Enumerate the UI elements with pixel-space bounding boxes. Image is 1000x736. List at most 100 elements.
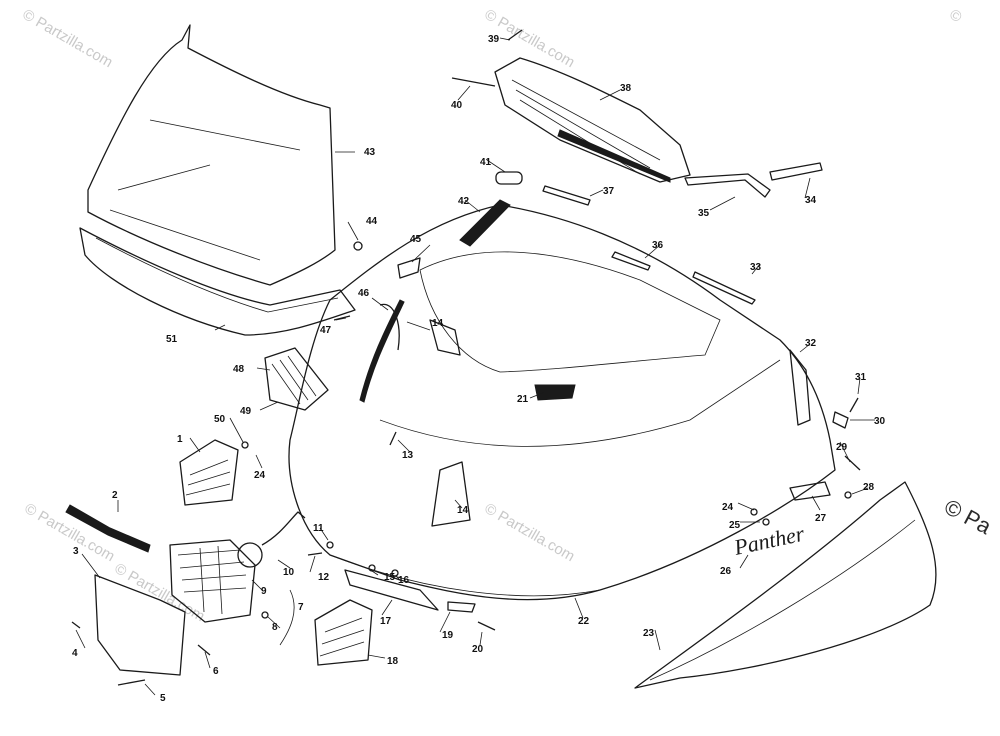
callout-5: 5	[160, 693, 166, 704]
clip-16[interactable]	[391, 569, 399, 577]
emblem-21[interactable]	[534, 384, 576, 401]
callout-10: 10	[283, 567, 295, 578]
cable-7[interactable]	[279, 589, 295, 646]
callout-22: 22	[578, 616, 590, 627]
insert-14-upper[interactable]	[429, 319, 461, 356]
pin-39[interactable]	[507, 29, 523, 41]
nut-24b[interactable]	[750, 508, 758, 516]
callout-3: 3	[73, 546, 79, 557]
bracket-19[interactable]	[447, 601, 476, 613]
side-grille-48[interactable]	[264, 347, 329, 411]
side-rail-23[interactable]	[634, 481, 937, 689]
callout-34: 34	[805, 195, 817, 206]
callout-39: 39	[488, 34, 500, 45]
spring-6[interactable]	[197, 644, 211, 656]
callout-41: 41	[480, 157, 492, 168]
strip-36[interactable]	[611, 251, 651, 271]
louver-18[interactable]	[314, 599, 373, 666]
headlight-9[interactable]	[169, 539, 263, 623]
callout-15: 15	[384, 572, 396, 583]
washer-25[interactable]	[762, 518, 770, 526]
callout-16: 16	[398, 575, 410, 586]
bracket-45[interactable]	[397, 257, 421, 279]
screw-47[interactable]	[333, 315, 351, 321]
clip-41[interactable]	[495, 171, 523, 185]
callout-40: 40	[451, 100, 463, 111]
callout-35: 35	[698, 208, 710, 219]
spring-29[interactable]	[844, 455, 861, 471]
hinge-30[interactable]	[832, 411, 849, 429]
strip-37[interactable]	[542, 185, 591, 206]
callout-24-left: 24	[254, 470, 266, 481]
callout-labels: 1 2 3 4 5 6 7 8 9 10 11 12 13 14 14 15 1…	[72, 34, 886, 704]
insert-14-lower[interactable]	[431, 461, 471, 527]
callout-49: 49	[240, 406, 252, 417]
callout-45: 45	[410, 234, 422, 245]
callout-42: 42	[458, 196, 470, 207]
callout-25: 25	[729, 520, 741, 531]
latch-27[interactable]	[789, 481, 831, 501]
air-intake-grille[interactable]	[494, 57, 691, 183]
hood[interactable]	[288, 204, 836, 601]
cable-46[interactable]	[379, 303, 400, 351]
callout-14-upper: 14	[432, 318, 444, 329]
callout-23: 23	[643, 628, 655, 639]
clip-50[interactable]	[241, 441, 249, 449]
callout-43: 43	[364, 147, 376, 158]
bracket-17[interactable]	[344, 569, 439, 611]
screw-4[interactable]	[71, 621, 81, 629]
callout-27: 27	[815, 513, 827, 524]
callout-28: 28	[863, 482, 875, 493]
callout-8: 8	[272, 622, 278, 633]
callout-37: 37	[603, 186, 615, 197]
windshield[interactable]	[87, 24, 336, 286]
callout-50: 50	[214, 414, 226, 425]
trim-35[interactable]	[684, 173, 771, 198]
callout-7: 7	[298, 602, 304, 613]
callout-1: 1	[177, 434, 183, 445]
side-panel-32[interactable]	[789, 349, 811, 426]
callout-2: 2	[112, 490, 118, 501]
callout-30: 30	[874, 416, 886, 427]
washer-8[interactable]	[261, 611, 269, 619]
screw-44[interactable]	[353, 241, 363, 251]
callout-14-lower: 14	[457, 505, 469, 516]
callout-4: 4	[72, 648, 78, 659]
callout-38: 38	[620, 83, 632, 94]
callout-48: 48	[233, 364, 245, 375]
vent-42[interactable]	[459, 199, 511, 247]
callout-6: 6	[213, 666, 219, 677]
callout-51: 51	[166, 334, 178, 345]
callout-12: 12	[318, 572, 330, 583]
pin-40[interactable]	[451, 77, 496, 87]
callout-13: 13	[402, 450, 414, 461]
leader-lines	[75, 37, 875, 696]
pin-20[interactable]	[477, 621, 496, 631]
callout-36: 36	[652, 240, 664, 251]
louver-1[interactable]	[179, 439, 239, 506]
trim-34[interactable]	[769, 162, 823, 181]
bolt-28[interactable]	[844, 491, 852, 499]
callout-11: 11	[313, 523, 324, 534]
headlight-bezel-3[interactable]	[94, 574, 186, 676]
callout-9: 9	[261, 586, 267, 597]
callout-24-right: 24	[722, 502, 734, 513]
callout-18: 18	[387, 656, 399, 667]
callout-21: 21	[517, 394, 529, 405]
windshield-trim[interactable]	[79, 227, 356, 336]
callout-20: 20	[472, 644, 484, 655]
bolt-11[interactable]	[326, 541, 334, 549]
callout-47: 47	[320, 325, 332, 336]
callout-33: 33	[750, 262, 762, 273]
callout-29: 29	[836, 442, 848, 453]
bolt-13[interactable]	[389, 431, 397, 446]
bolt-12[interactable]	[307, 552, 323, 556]
strip-33[interactable]	[692, 271, 756, 305]
callout-32: 32	[805, 338, 817, 349]
decal-strip-2[interactable]	[65, 504, 151, 553]
screw-5[interactable]	[117, 679, 146, 686]
wire-harness-10[interactable]	[261, 511, 306, 546]
pin-31[interactable]	[849, 397, 859, 413]
callout-44: 44	[366, 216, 378, 227]
